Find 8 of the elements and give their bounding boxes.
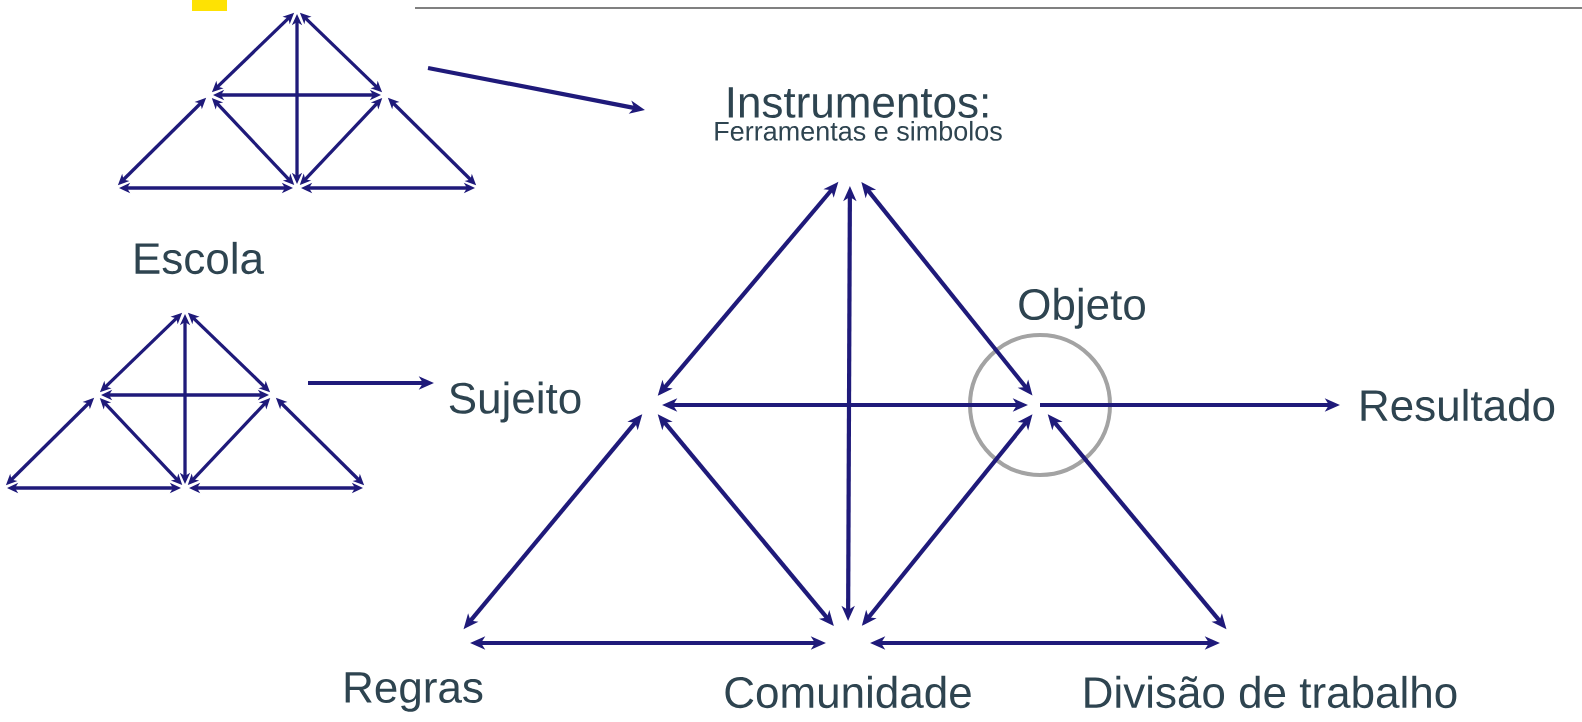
node-label: Objeto	[1019, 287, 1145, 329]
caption-label: Escola	[135, 241, 264, 275]
node-label: Comunidade	[725, 675, 971, 709]
node-label: Regras	[345, 672, 483, 712]
node-label: Instrumentos: Ferramentas e simbolos	[715, 87, 1002, 141]
node-label: Divisão de trabalho	[1085, 675, 1457, 709]
node-label: Sujeito	[449, 381, 581, 423]
node-label: Resultado	[1361, 388, 1555, 422]
